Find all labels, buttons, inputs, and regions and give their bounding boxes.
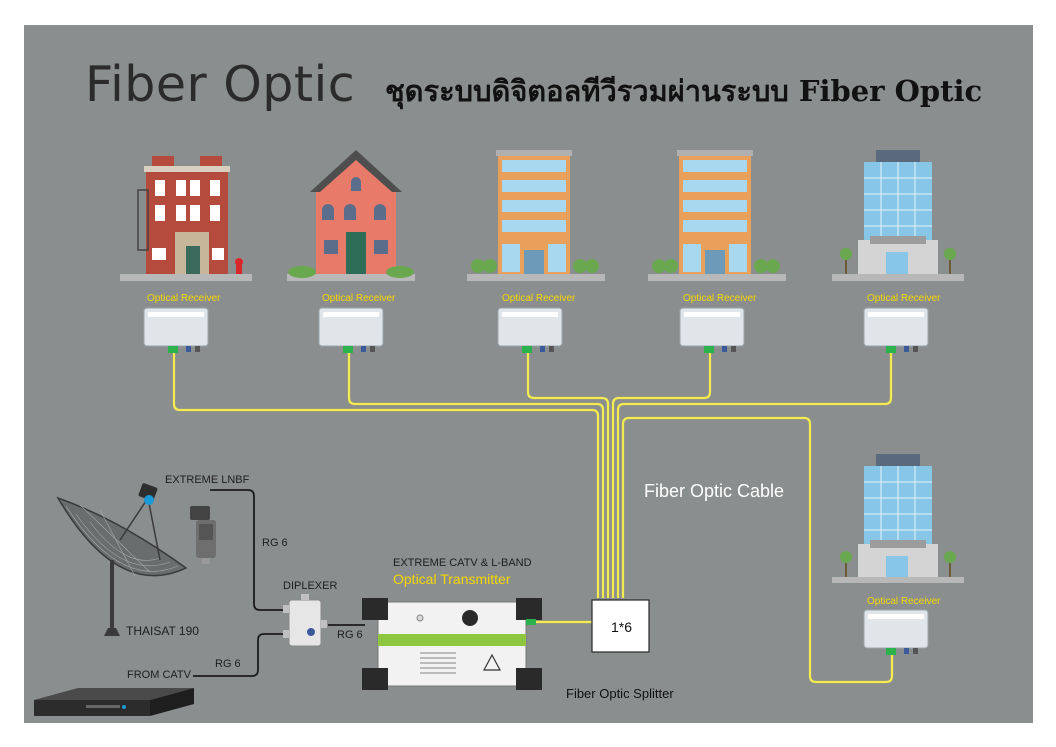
optical-receiver-6-label: Optical Receiver xyxy=(867,596,941,607)
transmitter-title: Optical Transmitter xyxy=(393,571,511,587)
lnbf-device xyxy=(190,506,216,564)
diplexer-device xyxy=(283,594,327,647)
optical-receiver-2-device xyxy=(318,307,384,353)
catv-headend-box xyxy=(34,688,194,716)
optical-transmitter-device xyxy=(362,598,542,690)
lnbf-label: EXTREME LNBF xyxy=(165,474,250,486)
optical-receiver-3-label: Optical Receiver xyxy=(502,293,576,304)
page-subtitle: ชุดระบบดิจิตอลทีวีรวมผ่านระบบ Fiber Opti… xyxy=(385,74,983,108)
optical-receiver-1-label: Optical Receiver xyxy=(147,293,221,304)
fiber-cable-label: Fiber Optic Cable xyxy=(644,481,785,501)
optical-receiver-4-device xyxy=(679,307,745,353)
rg6-label-transmitter: RG 6 xyxy=(337,629,363,641)
transmitter-subtitle: EXTREME CATV & L-BAND xyxy=(393,557,532,569)
rg6-label-catv: RG 6 xyxy=(215,658,241,670)
building-office-tower-b xyxy=(648,150,786,281)
page-title: Fiber Optic xyxy=(85,56,356,113)
fiber-cables xyxy=(172,352,894,684)
building-glass-tower-lower xyxy=(832,454,964,583)
optical-receiver-6-device xyxy=(863,609,929,655)
optical-receiver-3-device xyxy=(497,307,563,353)
building-pink-house xyxy=(287,150,415,281)
building-brick-apartment xyxy=(120,156,252,281)
satellite-dish xyxy=(56,483,188,636)
rg6-label-lnbf: RG 6 xyxy=(262,537,288,549)
splitter-ratio: 1*6 xyxy=(611,619,633,635)
diplexer-label: DIPLEXER xyxy=(283,580,338,592)
from-catv-label: FROM CATV xyxy=(127,669,191,681)
splitter-box xyxy=(591,599,650,653)
splitter-label: Fiber Optic Splitter xyxy=(566,686,674,701)
optical-receiver-1-device xyxy=(143,307,209,353)
optical-receiver-2-label: Optical Receiver xyxy=(322,293,396,304)
coax-cables xyxy=(193,489,365,677)
dish-label: THAISAT 190 xyxy=(126,624,199,638)
building-office-tower-a xyxy=(467,150,605,281)
optical-receiver-5-label: Optical Receiver xyxy=(867,293,941,304)
optical-receiver-5-device xyxy=(863,307,929,353)
optical-receiver-4-label: Optical Receiver xyxy=(683,293,757,304)
building-glass-tower xyxy=(832,150,964,281)
